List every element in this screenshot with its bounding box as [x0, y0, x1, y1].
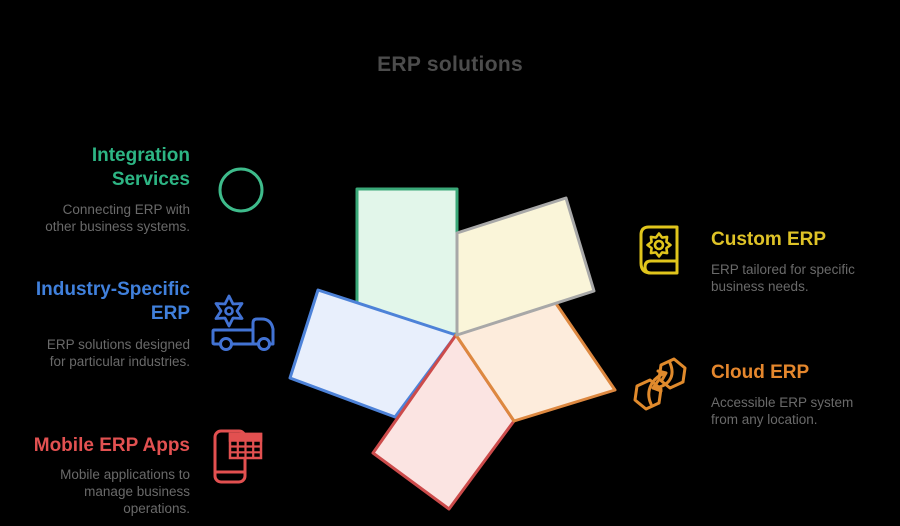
circle-icon	[217, 166, 265, 214]
integration-services-description: Connecting ERP with other business syste…	[45, 202, 190, 234]
integration-services-heading: Integration Services	[91, 145, 190, 190]
petal-top-right	[455, 196, 596, 337]
custom-erp-heading: Custom ERP	[711, 229, 827, 250]
page-title: ERP solutions	[377, 53, 523, 76]
sync-hexagons-icon	[628, 353, 692, 415]
custom-erp-description: ERP tailored for specific business needs…	[711, 262, 855, 294]
mobile-erp-apps-heading: Mobile ERP Apps	[33, 435, 190, 456]
industry-specific-heading: Industry-Specific ERP	[35, 279, 190, 324]
cloud-erp-heading: Cloud ERP	[711, 362, 810, 383]
mobile-erp-apps-description: Mobile applications to manage business o…	[60, 467, 190, 516]
phone-table-icon	[208, 425, 278, 490]
cloud-erp-description: Accessible ERP system from any location.	[711, 395, 854, 427]
book-gear-icon	[634, 222, 684, 280]
gear-truck-icon	[205, 292, 280, 354]
industry-specific-description: ERP solutions designed for particular in…	[46, 337, 190, 369]
